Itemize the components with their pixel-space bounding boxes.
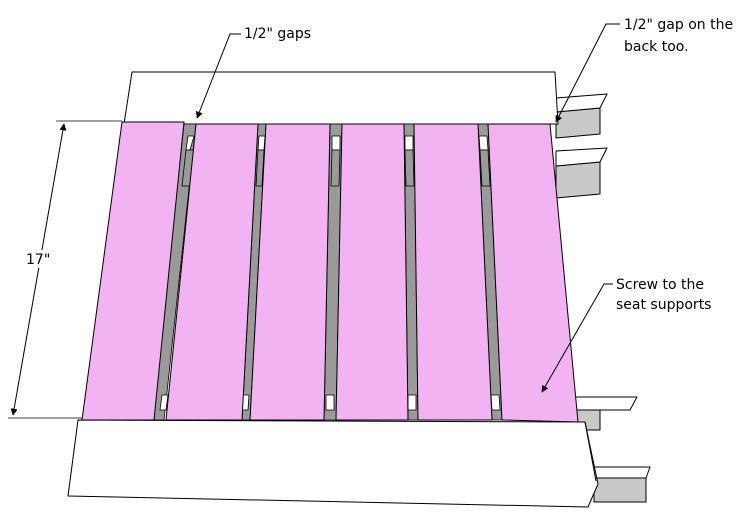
screw-label-line1: Screw to the: [616, 277, 704, 293]
callout-screw: Screw to the seat supports: [541, 277, 711, 393]
seat-slat-5: [413, 123, 493, 421]
seat-support-back: [555, 93, 608, 139]
gaps-label: 1/2" gaps: [244, 26, 311, 42]
callout-back-gap: 1/2" gap on the back too.: [555, 17, 733, 123]
seat-support-upper: [555, 147, 608, 199]
seat-slat-3: [249, 123, 331, 421]
seat-slat-4: [335, 123, 409, 421]
dimension-label: 17": [26, 252, 50, 268]
seat-slat-2: [165, 123, 259, 421]
back-board: [123, 71, 559, 125]
dimension-17in: 17": [8, 120, 122, 419]
seat-support-front: [591, 466, 651, 503]
front-board: [67, 419, 599, 508]
callout-gaps: 1/2" gaps: [196, 26, 311, 119]
seat-slats: [81, 121, 579, 423]
screw-label-line2: seat supports: [616, 297, 711, 313]
back-gap-label-line2: back too.: [624, 39, 689, 55]
back-gap-label-line1: 1/2" gap on the: [624, 17, 733, 33]
